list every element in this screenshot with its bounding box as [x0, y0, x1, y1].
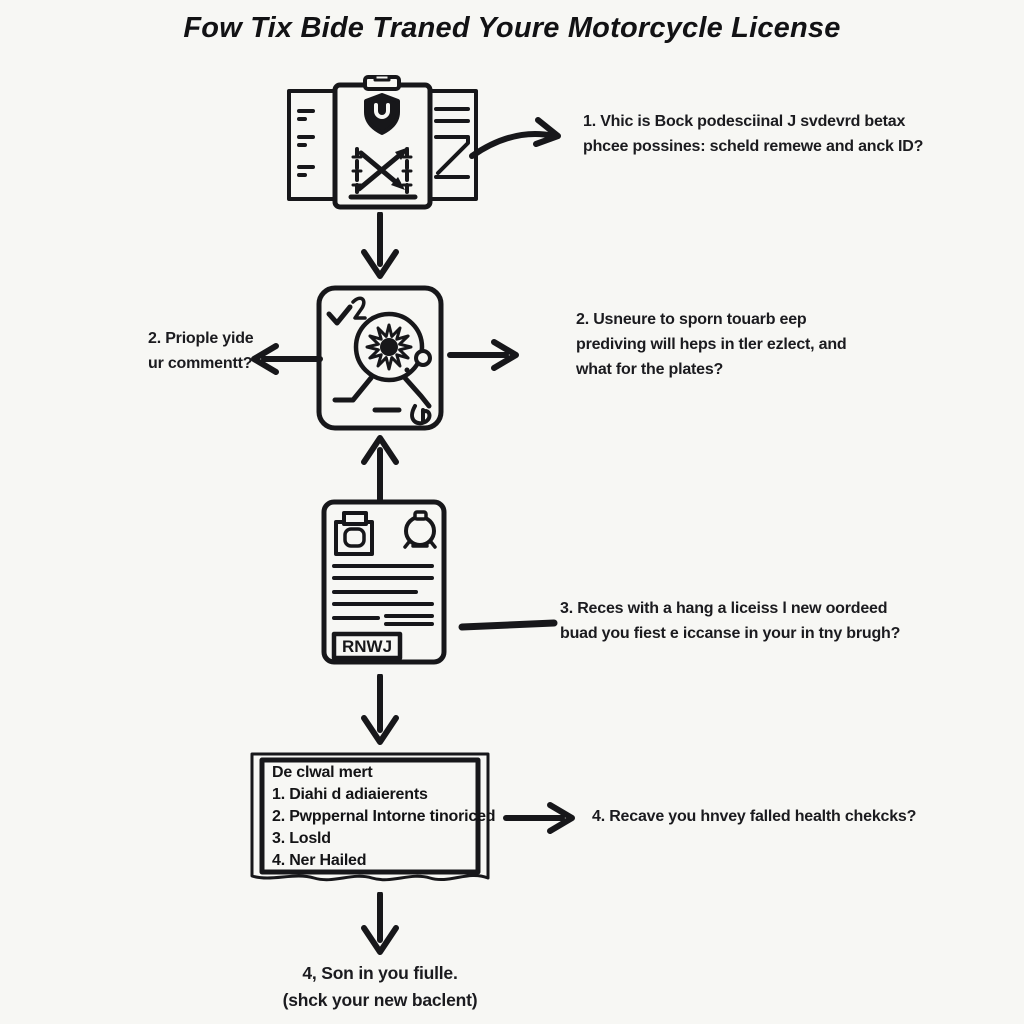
- note-line: prediving will heps in tler ezlect, and: [576, 335, 847, 353]
- note-line: ur commentt?: [148, 354, 253, 372]
- curved-arrow-icon: [468, 112, 568, 168]
- note-line: what for the plates?: [576, 360, 724, 378]
- arrow-right-icon: [502, 800, 580, 836]
- clipboard-test-icon: [285, 75, 480, 215]
- note-line: 2. Usneure to sporn touarb eep: [576, 311, 807, 328]
- arrow-right-icon: [446, 338, 524, 372]
- page-title: Fow Tix Bide Traned Youre Motorcycle Lic…: [183, 12, 841, 44]
- connector-line: [458, 618, 558, 632]
- arrow-down-icon: [358, 212, 402, 282]
- arrow-down-icon: [358, 892, 402, 958]
- list-item: 2. Pwppernal Intorne tinoriced: [272, 808, 496, 825]
- note-line: 3. Reces with a hang a liceiss l new oor…: [560, 600, 888, 617]
- plate-text: RNWJ: [342, 637, 392, 656]
- requirements-list: De clwal mert 1. Diahi d adiaierents 2. …: [272, 762, 496, 872]
- step2-left-note: 2. Priople yide ur commentt?: [148, 327, 254, 377]
- requirements-list-icon: [244, 750, 496, 896]
- note-line: phcee possines: scheld remewe and anck I…: [583, 137, 924, 155]
- note-line: buad you fiest e iccanse in your in tny …: [560, 624, 901, 642]
- check-icon: [326, 304, 353, 326]
- list-frame: [259, 757, 481, 875]
- note-line: 4. Recave you hnvey falled health chekck…: [592, 808, 917, 825]
- arrow-down-icon: [358, 674, 402, 748]
- step1-note: 1. Vhic is Bock podesciinal J svdevrd be…: [583, 110, 923, 160]
- list-item: 4. Ner Hailed: [272, 852, 367, 869]
- list-item: 3. Losld: [272, 830, 331, 847]
- training-card-icon: [315, 284, 445, 432]
- arrow-up-icon: [358, 432, 402, 502]
- list-header: De clwal mert: [272, 764, 373, 781]
- crossed-arrows: [356, 150, 404, 192]
- back-page-left: [287, 89, 339, 201]
- arrow-left-icon: [246, 342, 324, 376]
- list-item: 1. Diahi d adiaierents: [272, 786, 428, 803]
- license-document-icon: RNWJ: [320, 498, 448, 666]
- step3-note: 3. Reces with a hang a liceiss l new oor…: [560, 597, 900, 647]
- step4-note: 4. Recave you hnvey falled health chekck…: [592, 805, 916, 830]
- plate-box: [331, 631, 403, 661]
- shield-icon: [364, 93, 400, 135]
- note-line: 4, Son in you fiulle.: [302, 963, 458, 983]
- note-line: 2. Priople yide: [148, 330, 254, 347]
- final-note: 4, Son in you fiulle. (shck your new bac…: [230, 960, 530, 1014]
- step2-note: 2. Usneure to sporn touarb eep prediving…: [576, 308, 847, 382]
- note-line: 1. Vhic is Bock podesciinal J svdevrd be…: [583, 113, 906, 130]
- note-line: (shck your new baclent): [282, 990, 478, 1011]
